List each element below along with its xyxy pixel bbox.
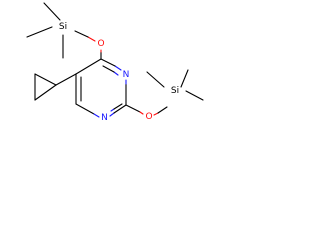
bond-si-methyl-up bbox=[43, 2, 61, 21]
bond-c4-c5 bbox=[75, 58, 102, 75]
cyclopropyl-group bbox=[34, 73, 77, 101]
upper-trimethylsilyloxy-group bbox=[26, 2, 102, 60]
bond-o-si-upper-b bbox=[74, 30, 89, 38]
bond-n3-c4-a bbox=[114, 65, 122, 71]
bond-o-si-upper-a bbox=[87, 36, 96, 42]
bond-n1-c2-double-b bbox=[113, 103, 123, 110]
bond-n3-c4-double-a bbox=[113, 71, 119, 76]
bond-n3-c4-double-b bbox=[102, 65, 115, 73]
bond-c2-o-b bbox=[139, 111, 144, 115]
atom-si-right: Si bbox=[171, 86, 179, 96]
atom-n-top: N bbox=[123, 70, 130, 80]
lower-trimethylsilyloxy-group bbox=[125, 69, 204, 116]
bond-cp-1 bbox=[34, 73, 57, 86]
bond-si-methyl-left bbox=[26, 26, 53, 38]
structure-canvas: N N O O Si Si bbox=[0, 0, 212, 123]
atom-si-left: Si bbox=[59, 22, 67, 32]
bond-si-methyl-left-lower bbox=[146, 71, 165, 88]
bond-si-methyl-right-lower bbox=[185, 90, 204, 101]
bond-c2-o-a bbox=[125, 104, 141, 113]
bond-cp-3 bbox=[34, 84, 57, 101]
molecule-structure: N N O O Si Si bbox=[26, 2, 204, 123]
atom-n-bottom: N bbox=[101, 113, 108, 123]
bond-n1-c2-a bbox=[109, 112, 115, 117]
bond-o-si-lower-b bbox=[157, 106, 168, 114]
bond-c5-cyclopropyl bbox=[55, 73, 77, 86]
bond-n3-c4-b bbox=[100, 58, 116, 67]
atom-o-upper: O bbox=[97, 39, 104, 49]
bond-c6-n1-b bbox=[93, 113, 100, 118]
bond-o-si-lower-a bbox=[153, 112, 159, 116]
bond-si-methyl-up-lower bbox=[180, 69, 189, 88]
bond-c6-n1-a bbox=[75, 103, 95, 115]
pyrimidine-ring bbox=[75, 58, 127, 118]
atom-o-lower: O bbox=[145, 112, 152, 122]
bond-n1-c2-double-a bbox=[110, 108, 115, 112]
bond-n1-c2-b bbox=[113, 104, 127, 114]
